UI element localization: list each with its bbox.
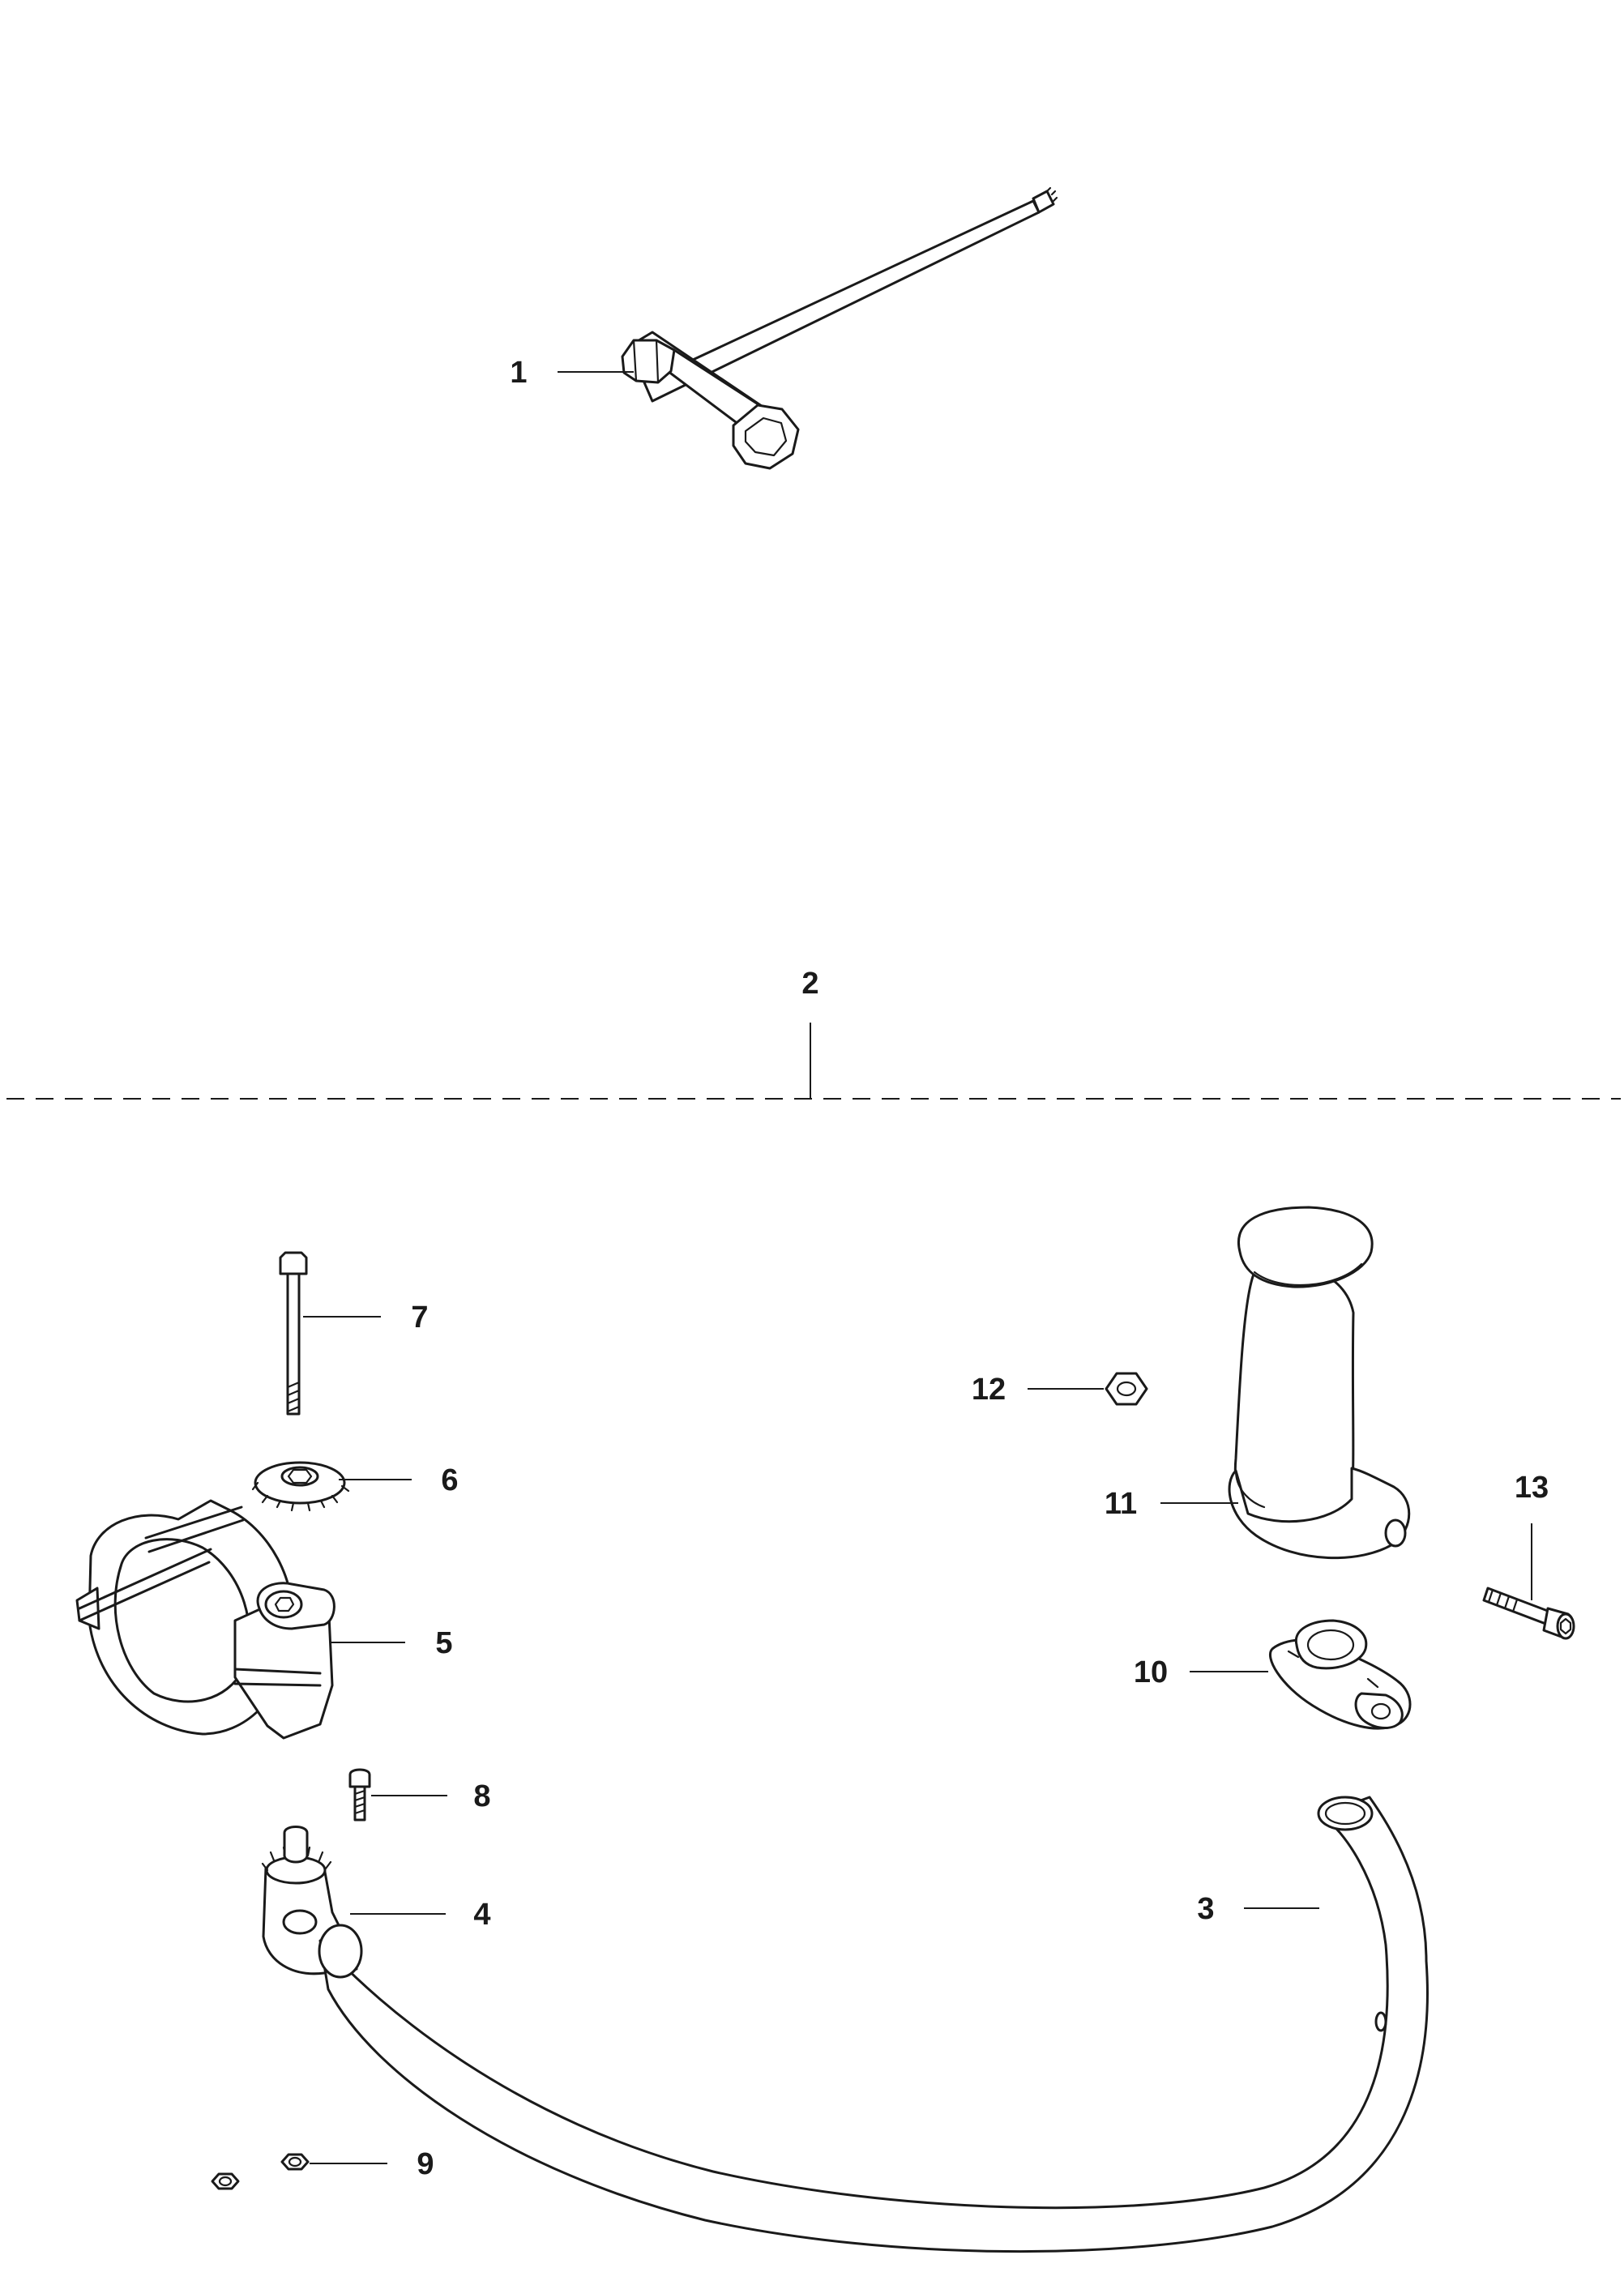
- callout-2: 2: [801, 967, 818, 1001]
- callout-13: 13: [1515, 1471, 1549, 1505]
- part-9-nuts: [211, 2153, 310, 2190]
- part-8-screw: [348, 1768, 371, 1822]
- part-5-tube-clamp: [75, 1499, 335, 1740]
- callout-1: 1: [510, 356, 527, 390]
- callout-9: 9: [417, 2147, 434, 2181]
- part-10-handle-base: [1268, 1619, 1412, 1730]
- callout-8: 8: [473, 1779, 490, 1813]
- callout-12: 12: [972, 1373, 1006, 1407]
- callout-11: 11: [1105, 1487, 1137, 1521]
- part-11-grip-handle: [1228, 1206, 1411, 1560]
- part-3-loop-handle: [318, 1796, 1429, 2253]
- callout-3: 3: [1197, 1892, 1214, 1926]
- callout-5: 5: [435, 1626, 452, 1660]
- part-7-bolt: [279, 1251, 308, 1416]
- callout-4: 4: [473, 1898, 490, 1932]
- part-1-combination-wrench: [621, 186, 1058, 470]
- part-12-nut: [1105, 1372, 1148, 1406]
- part-13-cap-screw: [1482, 1587, 1575, 1640]
- callout-10: 10: [1134, 1655, 1168, 1689]
- part-6-serrated-washer: [251, 1461, 350, 1512]
- callout-7: 7: [411, 1301, 428, 1335]
- callout-6: 6: [441, 1463, 458, 1497]
